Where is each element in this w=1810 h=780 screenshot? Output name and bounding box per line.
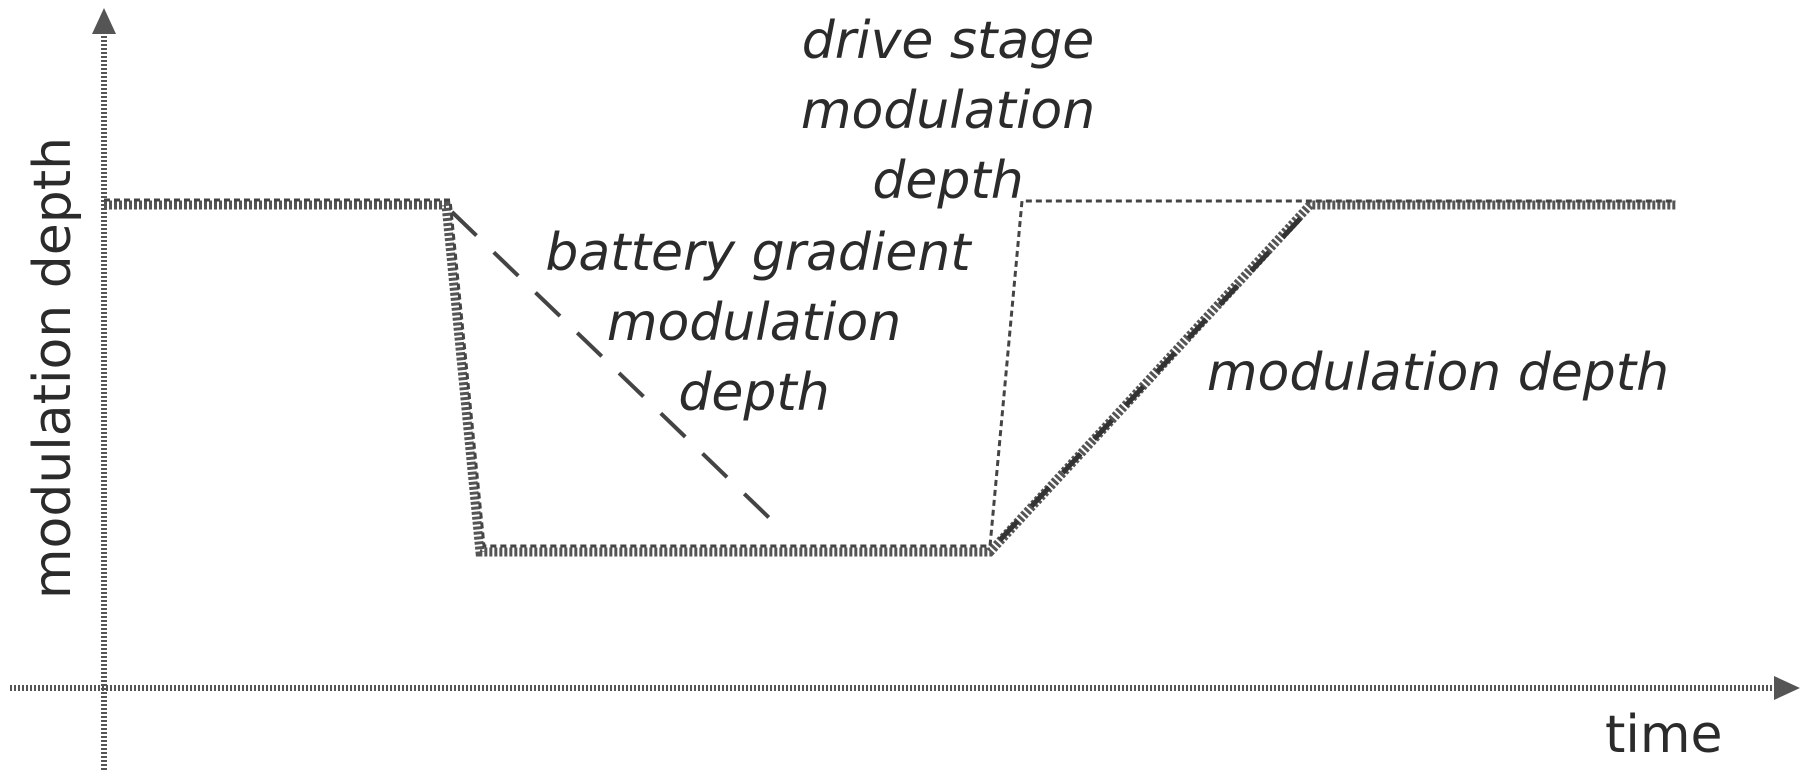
modulation-depth-label: modulation depth bbox=[1207, 343, 1669, 403]
x-axis-arrowhead bbox=[1774, 676, 1800, 700]
battery-gradient-label-line3: depth bbox=[678, 363, 829, 423]
x-axis-label: time bbox=[1605, 705, 1722, 765]
y-axis-label: modulation depth bbox=[23, 137, 83, 599]
battery-gradient-label-line2: modulation bbox=[607, 293, 901, 353]
battery-gradient-label-line1: battery gradient bbox=[545, 223, 972, 283]
drive-stage-label-line2: modulation bbox=[801, 81, 1095, 141]
drive-stage-label-line1: drive stage bbox=[802, 11, 1094, 71]
drive-stage-label-line3: depth bbox=[872, 151, 1023, 211]
y-axis-arrowhead bbox=[92, 8, 116, 34]
